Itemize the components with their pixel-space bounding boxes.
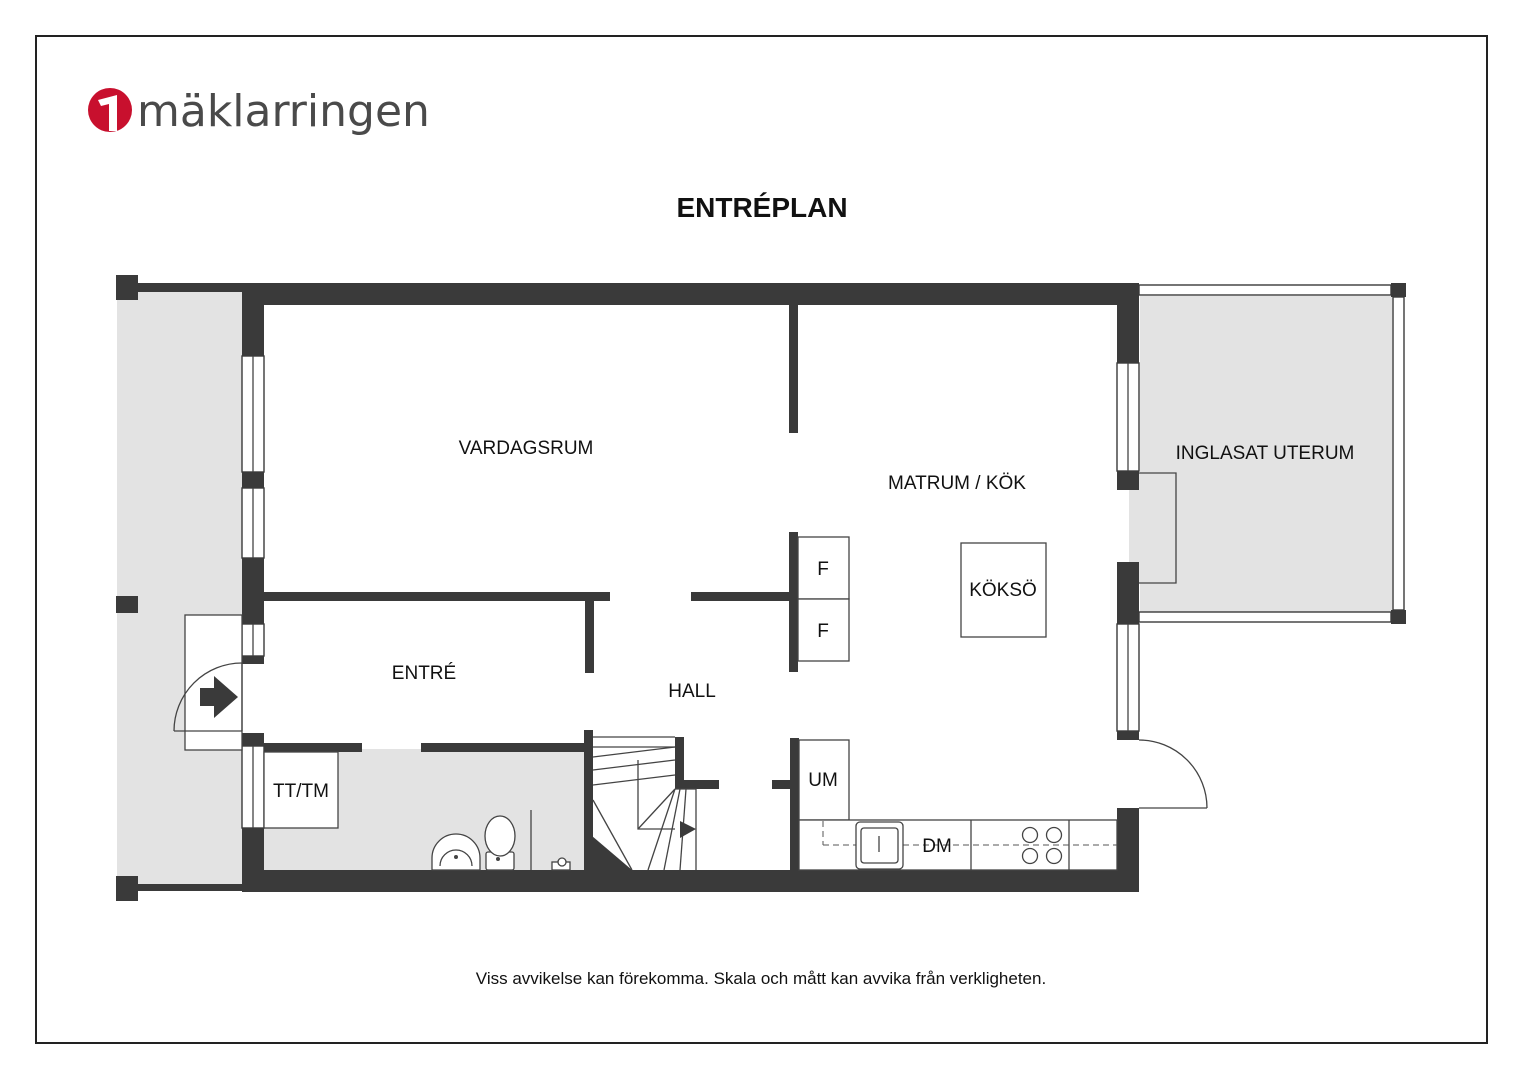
wardrobe-1 xyxy=(797,536,850,600)
room-label-matrum-kok: MATRUM / KÖK xyxy=(888,473,1026,494)
floor-drain-icon xyxy=(551,857,571,871)
page-frame xyxy=(35,35,1488,1044)
disclaimer: Viss avvikelse kan förekomma. Skala och … xyxy=(476,969,1046,988)
maklarringen-logo-icon xyxy=(88,88,132,132)
entrance-door[interactable] xyxy=(173,614,243,751)
label-wardrobe-2: F xyxy=(817,621,829,642)
kitchen-island xyxy=(960,542,1047,638)
label-dm: DM xyxy=(922,836,952,857)
washer-dryer xyxy=(263,751,339,829)
wall-bottom xyxy=(242,870,1139,892)
entry-arrow-icon xyxy=(200,676,238,718)
room-label-hall: HALL xyxy=(668,681,716,702)
stove-icon xyxy=(1021,826,1063,865)
stair-arrow-icon xyxy=(680,821,696,838)
glazed-sunroom-floor xyxy=(1140,296,1392,612)
toilet-icon xyxy=(484,815,516,871)
room-label-entre: ENTRÉ xyxy=(392,663,456,684)
label-kokso: KÖKSÖ xyxy=(969,580,1037,601)
wall-top xyxy=(242,283,1139,305)
room-label-tt-tm: TT/TM xyxy=(273,781,329,802)
room-label-vardagsrum: VARDAGSRUM xyxy=(459,438,594,459)
brand-name: mäklarringen xyxy=(137,86,430,137)
wardrobe-2 xyxy=(797,598,850,662)
front-porch xyxy=(117,292,242,884)
room-label-inglasat-uterum: INGLASAT UTERUM xyxy=(1176,443,1355,464)
label-um: UM xyxy=(808,770,838,791)
wall-living-kitchen xyxy=(789,305,798,433)
utility-cabinet xyxy=(798,739,850,821)
staircase xyxy=(592,736,697,871)
garden-door[interactable] xyxy=(1138,739,1208,809)
page-title: ENTRÉPLAN xyxy=(676,192,847,223)
washbasin-icon xyxy=(431,833,481,871)
kitchen-counter xyxy=(798,819,1118,871)
label-wardrobe-1: F xyxy=(817,559,829,580)
